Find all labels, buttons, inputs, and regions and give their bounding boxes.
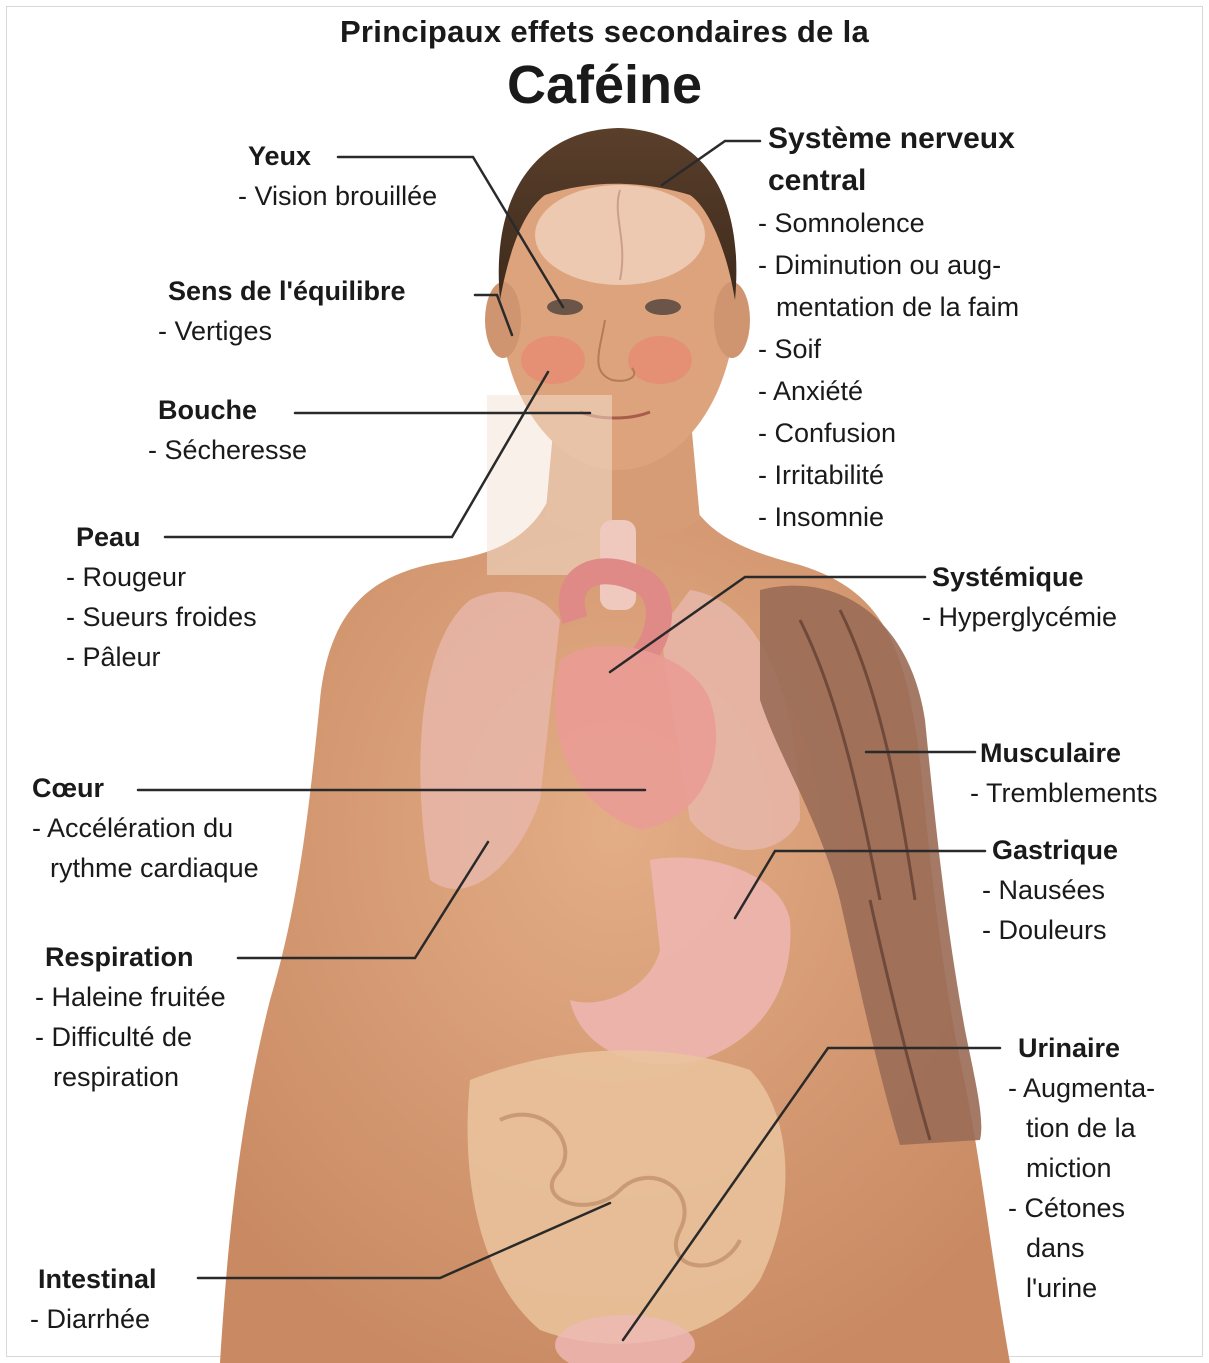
label-item: - Rougeur (66, 557, 257, 597)
label-musculaire: Musculaire - Tremblements (970, 733, 1158, 813)
label-item: - Sueurs froides (66, 597, 257, 637)
label-respiration: Respiration - Haleine fruitée - Difficul… (35, 937, 226, 1097)
label-equilibre: Sens de l'équilibre - Vertiges (158, 271, 406, 351)
label-item: - Diarrhée (30, 1299, 157, 1339)
label-heading: Peau (66, 517, 257, 557)
label-item: - Diminution ou aug- mentation de la fai… (758, 244, 1019, 328)
label-heading: Bouche (148, 390, 307, 430)
label-heading: Respiration (35, 937, 226, 977)
label-item: - Nausées (982, 870, 1118, 910)
label-heading: Intestinal (30, 1259, 157, 1299)
left-eye-shape (547, 299, 583, 315)
label-item: - Difficulté de respiration (35, 1017, 226, 1097)
label-item: - Irritabilité (758, 454, 1019, 496)
intestines-overlay (468, 1050, 786, 1343)
label-heading: Yeux (238, 136, 437, 176)
label-item: - Pâleur (66, 637, 257, 677)
label-item: - Tremblements (970, 773, 1158, 813)
label-urinaire: Urinaire - Augmenta- tion de la miction … (1008, 1028, 1155, 1308)
right-eye-shape (645, 299, 681, 315)
title-heading: Caféine (0, 54, 1209, 116)
label-item: - Douleurs (982, 910, 1118, 950)
label-item: - Vision brouillée (238, 176, 437, 216)
right-ear-shape (714, 282, 750, 358)
pale-skin-overlay (487, 395, 612, 575)
label-peau: Peau - Rougeur - Sueurs froides - Pâleur (66, 517, 257, 677)
label-systeme-nerveux-central: Système nerveux central - Somnolence - D… (758, 118, 1019, 538)
label-bouche: Bouche - Sécheresse (148, 390, 307, 470)
right-cheek-redness (628, 336, 692, 384)
label-item: - Confusion (758, 412, 1019, 454)
label-heading: Système nerveux central (758, 118, 1019, 202)
title-subheading: Principaux effets secondaires de la (0, 14, 1209, 50)
label-coeur: Cœur - Accélération du rythme cardiaque (32, 768, 259, 888)
label-yeux: Yeux - Vision brouillée (238, 136, 437, 216)
label-item: - Vertiges (158, 311, 406, 351)
label-intestinal: Intestinal - Diarrhée (30, 1259, 157, 1339)
label-gastrique: Gastrique - Nausées - Douleurs (982, 830, 1118, 950)
label-item: - Cétones dans l'urine (1008, 1188, 1155, 1308)
left-ear-shape (485, 282, 521, 358)
label-heading: Cœur (32, 768, 259, 808)
label-heading: Urinaire (1008, 1028, 1155, 1068)
label-item: - Insomnie (758, 496, 1019, 538)
label-item: - Accélération du rythme cardiaque (32, 808, 259, 888)
label-heading: Musculaire (970, 733, 1158, 773)
label-heading: Sens de l'équilibre (158, 271, 406, 311)
label-item: - Soif (758, 328, 1019, 370)
left-cheek-redness (521, 336, 585, 384)
label-item: - Augmenta- tion de la miction (1008, 1068, 1155, 1188)
label-item: - Haleine fruitée (35, 977, 226, 1017)
label-heading: Systémique (922, 557, 1117, 597)
label-item: - Hyperglycémie (922, 597, 1117, 637)
label-item: - Somnolence (758, 202, 1019, 244)
label-heading: Gastrique (982, 830, 1118, 870)
label-item: - Sécheresse (148, 430, 307, 470)
label-systemique: Systémique - Hyperglycémie (922, 557, 1117, 637)
label-item: - Anxiété (758, 370, 1019, 412)
